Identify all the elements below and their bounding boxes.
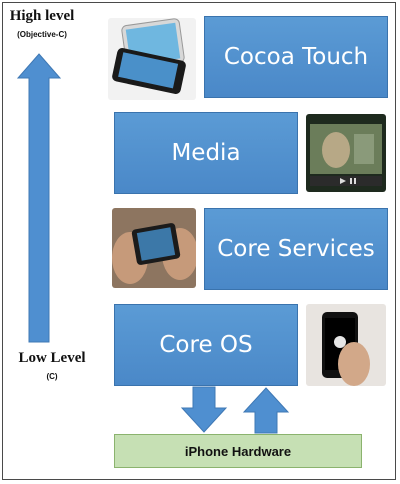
core-os-layer: Core OS <box>114 304 298 386</box>
iphone-devices-image <box>108 18 196 100</box>
diagram-frame <box>2 2 396 480</box>
up-arrow-small-icon <box>242 387 290 434</box>
media-layer: Media <box>114 112 298 194</box>
up-arrow-icon <box>16 53 62 343</box>
high-level-sublabel: (Objective-C) <box>17 30 67 39</box>
low-level-sublabel: (C) <box>46 372 58 381</box>
core-services-layer: Core Services <box>204 208 388 290</box>
video-player-image <box>306 114 386 192</box>
iphone-apple-logo-image <box>306 304 386 386</box>
low-level-label: Low Level <box>18 350 86 366</box>
hands-phone-image <box>112 208 196 288</box>
high-level-label: High level <box>9 8 75 24</box>
iphone-hardware-layer: iPhone Hardware <box>114 434 362 468</box>
cocoa-touch-layer: Cocoa Touch <box>204 16 388 98</box>
down-arrow-icon <box>180 386 228 433</box>
